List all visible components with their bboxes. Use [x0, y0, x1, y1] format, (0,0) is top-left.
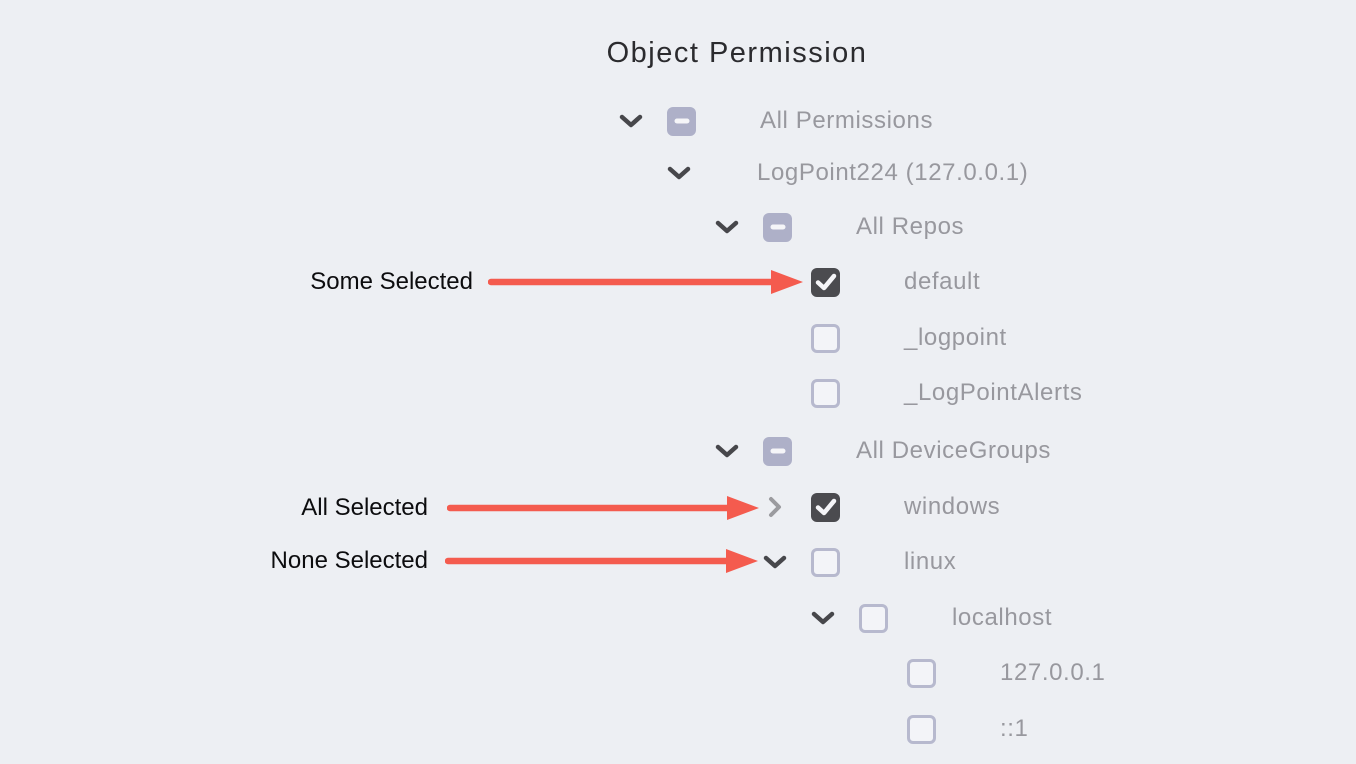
tree-node-label: 127.0.0.1 — [1000, 659, 1106, 686]
annotation-label: None Selected — [270, 547, 428, 574]
checkmark-icon — [815, 273, 836, 291]
chevron-right-icon[interactable] — [768, 496, 783, 518]
indeterminate-dash-icon — [770, 224, 785, 230]
chevron-down-icon[interactable] — [667, 166, 691, 181]
annotation-label: Some Selected — [310, 268, 473, 295]
red-arrow-icon — [488, 270, 803, 294]
checkbox-indeterminate[interactable] — [763, 436, 792, 466]
chevron-down-icon[interactable] — [715, 220, 739, 235]
checkbox-unchecked[interactable] — [811, 547, 840, 577]
checkbox-unchecked[interactable] — [907, 714, 936, 744]
chevron-down-icon[interactable] — [763, 555, 787, 570]
checkbox-unchecked[interactable] — [811, 378, 840, 408]
tree-node-label: LogPoint224 (127.0.0.1) — [757, 159, 1029, 186]
tree-node-label: windows — [904, 493, 1001, 520]
checkbox-indeterminate[interactable] — [667, 106, 696, 136]
tree-node-label: linux — [904, 548, 957, 575]
checkbox-indeterminate[interactable] — [763, 212, 792, 242]
tree-node-label: ::1 — [1000, 715, 1029, 742]
chevron-down-icon[interactable] — [619, 114, 643, 129]
checkbox-unchecked[interactable] — [859, 603, 888, 633]
tree-node-label: _LogPointAlerts — [904, 379, 1083, 406]
tree-node-label: _logpoint — [904, 324, 1007, 351]
indeterminate-dash-icon — [674, 118, 689, 124]
tree-node-label: All Permissions — [760, 107, 934, 134]
red-arrow-icon — [447, 496, 759, 520]
chevron-down-icon[interactable] — [811, 611, 835, 626]
tree-node-label: default — [904, 268, 981, 295]
tree-node-label: localhost — [952, 604, 1053, 631]
page-title: Object Permission — [606, 37, 868, 70]
tree-node-label: All DeviceGroups — [856, 437, 1052, 464]
checkbox-checked[interactable] — [811, 492, 840, 522]
red-arrow-icon — [445, 549, 758, 573]
indeterminate-dash-icon — [770, 448, 785, 454]
checkbox-unchecked[interactable] — [907, 658, 936, 688]
checkmark-icon — [815, 498, 836, 516]
checkbox-checked[interactable] — [811, 267, 840, 297]
chevron-down-icon[interactable] — [715, 444, 739, 459]
tree-node-label: All Repos — [856, 213, 965, 240]
checkbox-unchecked[interactable] — [811, 323, 840, 353]
annotation-label: All Selected — [301, 494, 428, 521]
